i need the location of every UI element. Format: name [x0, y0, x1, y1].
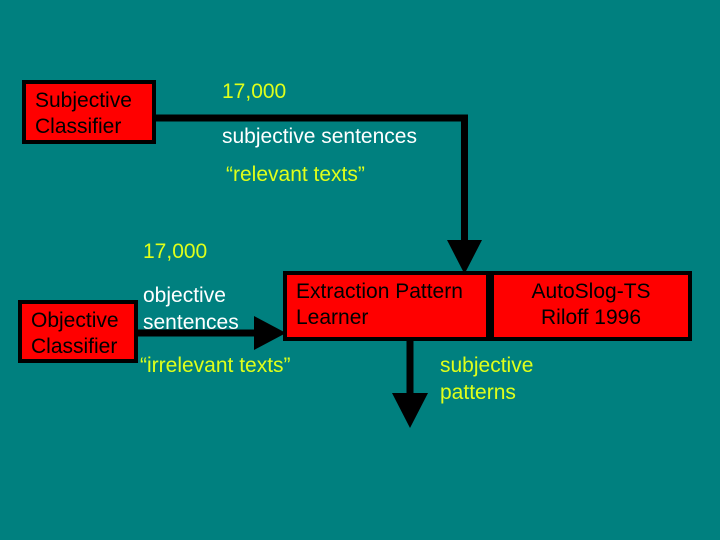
- label-subjective-sentences: subjective sentences: [222, 125, 417, 148]
- label-subjective-patterns: subjective patterns: [440, 354, 534, 404]
- box-subjective-classifier[interactable]: Subjective Classifier: [22, 80, 156, 144]
- label-objective-sentences: objective sentences: [143, 284, 239, 334]
- learner-to-patterns-arrow: [392, 338, 428, 428]
- box-autoslog-ts[interactable]: AutoSlog-TS Riloff 1996: [490, 271, 692, 341]
- box-objective-classifier[interactable]: Objective Classifier: [18, 300, 138, 363]
- label-subjective-count: 17,000: [222, 80, 287, 103]
- box-extraction-pattern-learner[interactable]: Extraction Pattern Learner: [283, 271, 490, 341]
- label-relevant-texts: “relevant texts”: [226, 163, 365, 186]
- label-objective-count: 17,000: [143, 240, 208, 263]
- label-irrelevant-texts: “irrelevant texts”: [140, 354, 291, 377]
